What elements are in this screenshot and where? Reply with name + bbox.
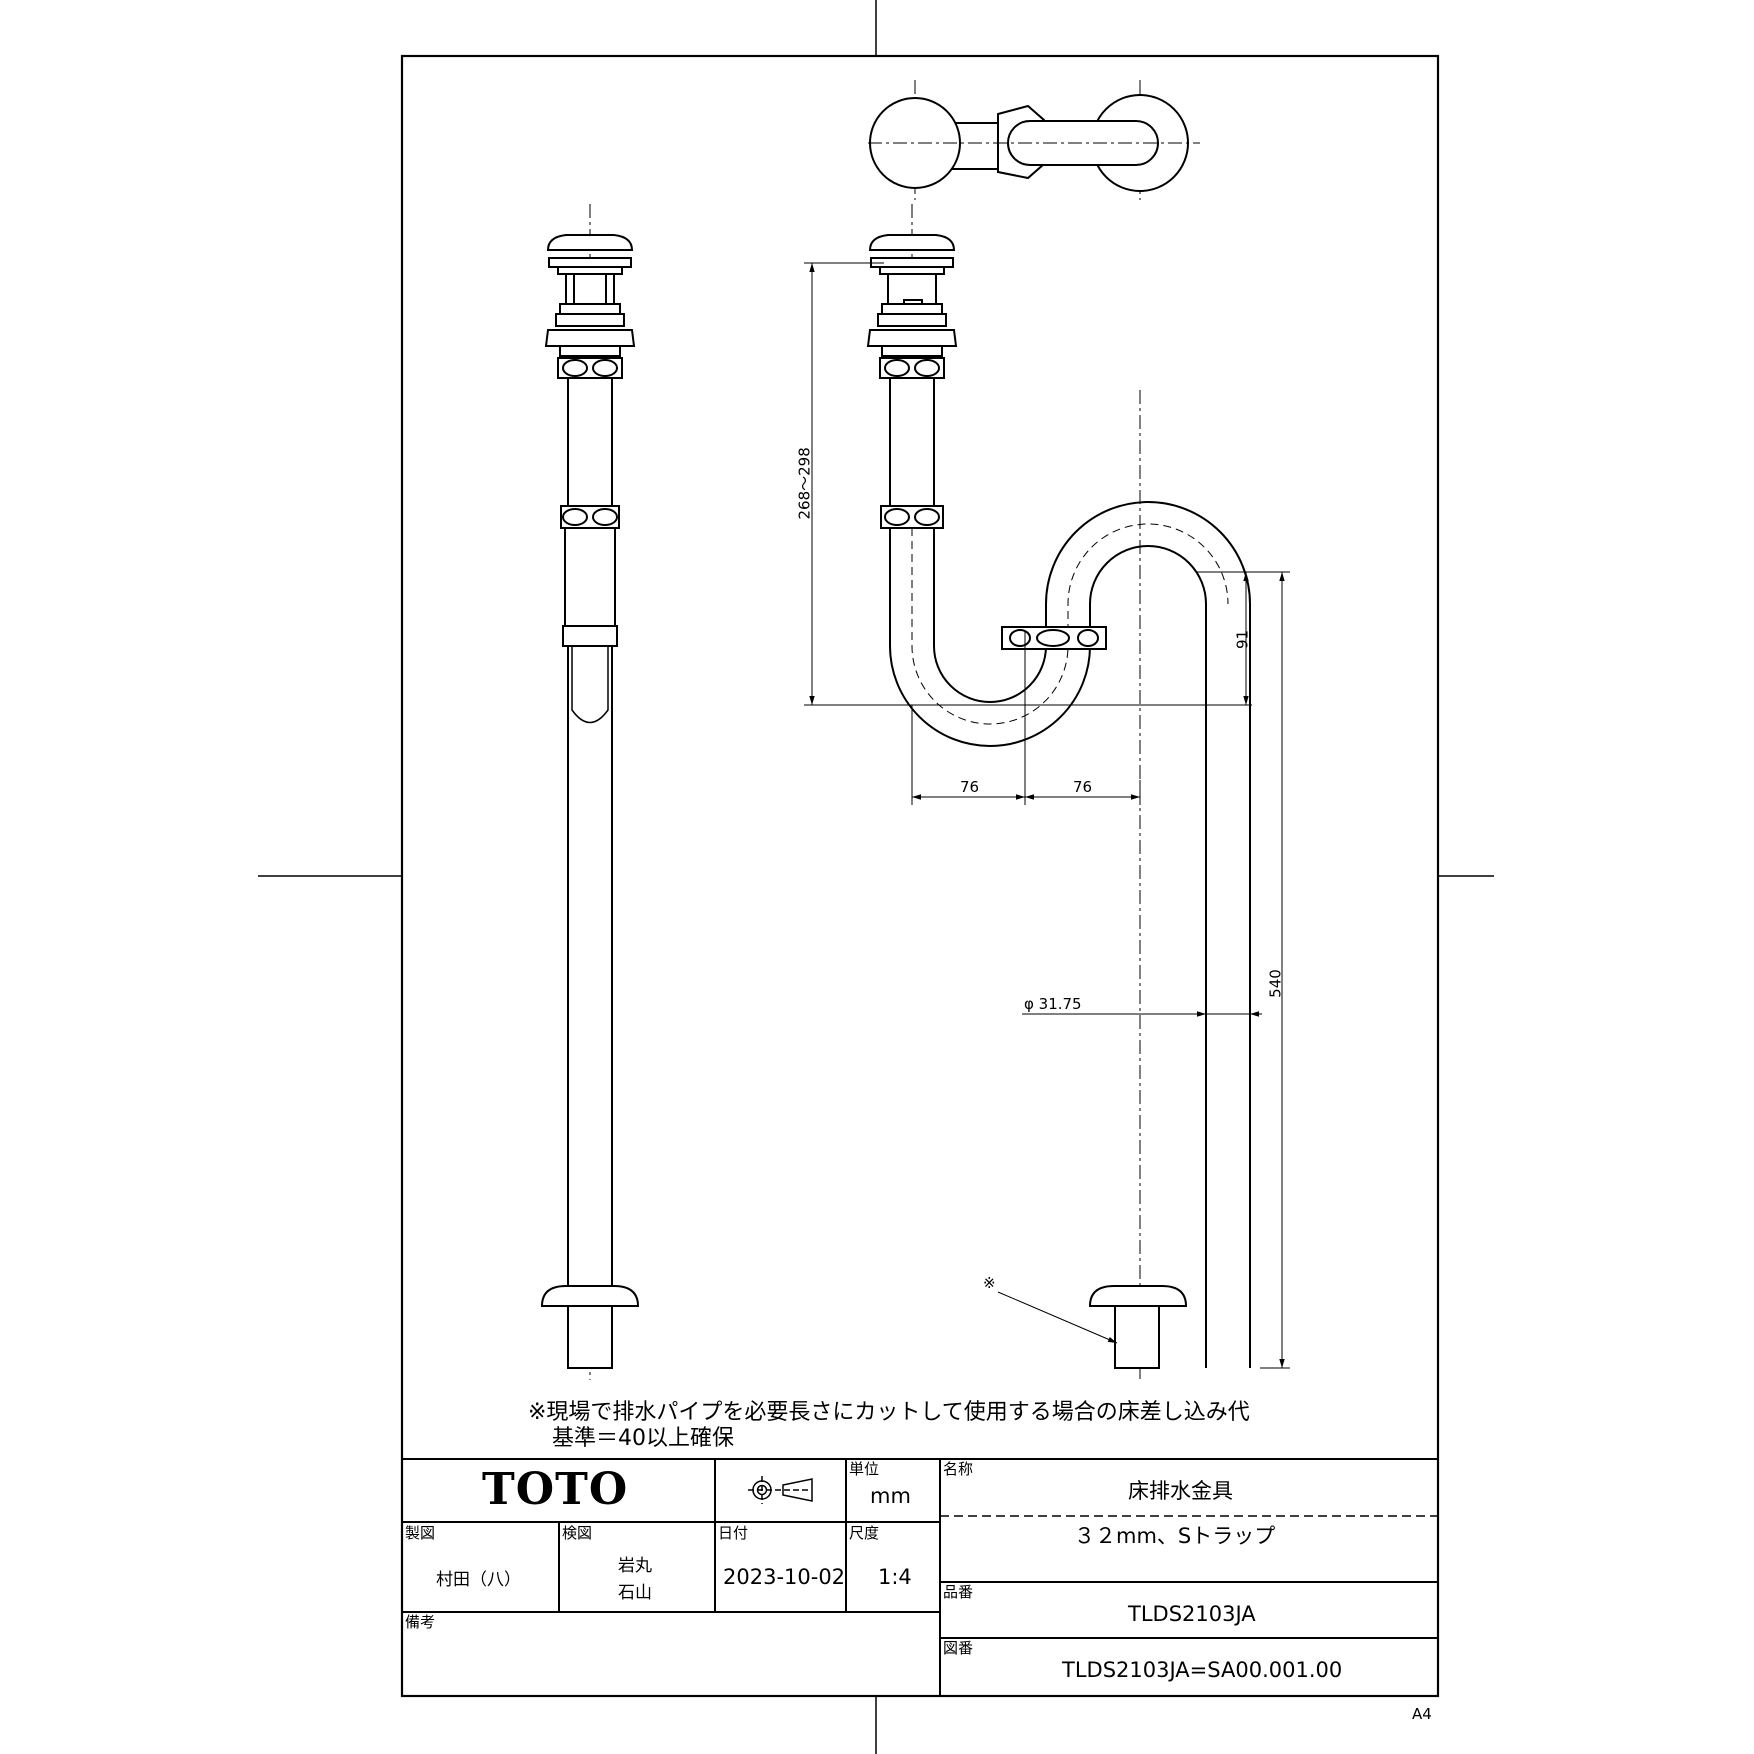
- date-label: 日付: [718, 1524, 749, 1542]
- date-value: 2023-10-02: [723, 1565, 846, 1589]
- unit-label: 単位: [849, 1460, 880, 1478]
- dim-offset-left: 76: [960, 778, 980, 796]
- product-subtitle: ３２mm、Sトラップ: [1074, 1524, 1276, 1548]
- unit-value: mm: [870, 1484, 911, 1508]
- product-number: TLDS2103JA: [1128, 1602, 1256, 1626]
- cutting-note-line2: 基準＝40以上確保: [552, 1426, 734, 1451]
- scale-value: 1:4: [878, 1565, 912, 1589]
- drawn-label: 製図: [405, 1524, 436, 1542]
- drawing-no-label: 図番: [943, 1639, 974, 1657]
- dim-pipe-diameter: φ 31.75: [1024, 995, 1082, 1013]
- top-view: [868, 80, 1200, 200]
- dim-offset-right: 76: [1073, 778, 1093, 796]
- dim-height-range: 268～298: [795, 447, 814, 520]
- third-angle-projection-icon: [748, 1476, 813, 1504]
- checked-by-1: 岩丸: [618, 1556, 652, 1576]
- drawing-number: TLDS2103JA=SA00.001.00: [1062, 1658, 1343, 1682]
- dim-trap-depth: 91: [1233, 629, 1252, 650]
- side-view: [866, 204, 1251, 1380]
- dimension-lines: [804, 262, 1290, 1369]
- front-view: [540, 204, 640, 1380]
- name-label: 名称: [943, 1460, 974, 1478]
- cutting-note-line1: ※現場で排水パイプを必要長さにカットして使用する場合の床差し込み代: [528, 1400, 1250, 1425]
- toto-logo: TOTO: [482, 1464, 629, 1515]
- checked-by-2: 石山: [618, 1583, 652, 1603]
- note-marker: ※: [983, 1274, 996, 1292]
- remarks-label: 備考: [405, 1613, 436, 1631]
- sheet-frame: [258, 0, 1494, 1754]
- checked-label: 検図: [562, 1524, 593, 1542]
- dim-total-height: 540: [1266, 969, 1285, 998]
- product-name: 床排水金具: [1128, 1479, 1233, 1503]
- product-no-label: 品番: [943, 1583, 974, 1601]
- drawn-by: 村田（八）: [436, 1570, 521, 1590]
- scale-label: 尺度: [849, 1524, 880, 1542]
- title-block-grid: [402, 1458, 1438, 1696]
- sheet-size: A4: [1412, 1705, 1432, 1723]
